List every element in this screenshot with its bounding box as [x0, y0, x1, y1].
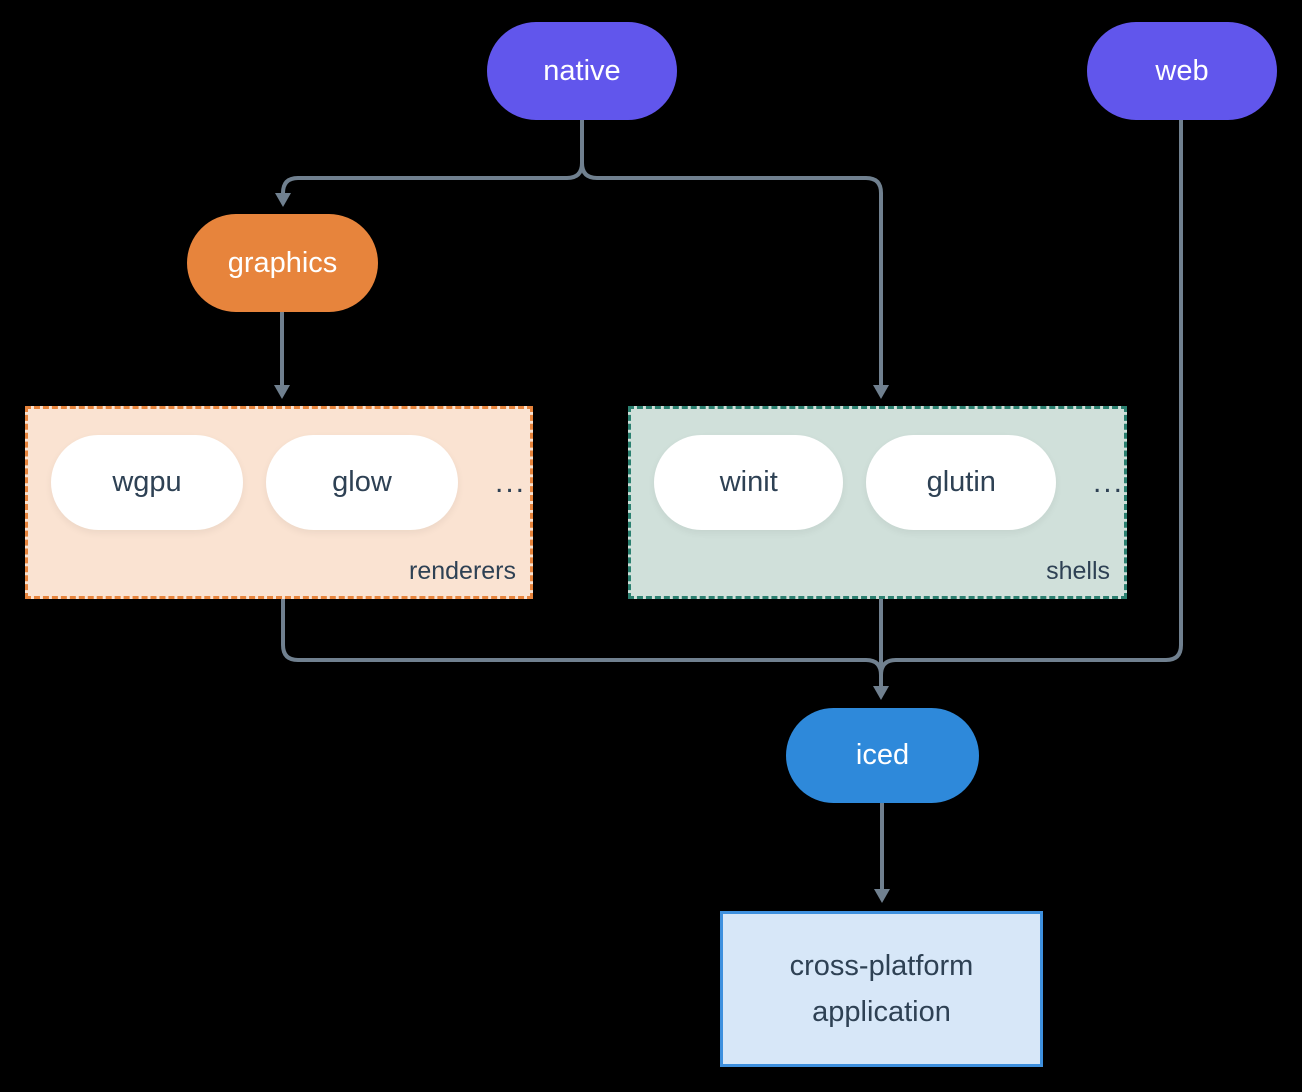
shells-pill-row: winit glutin ...: [654, 435, 1124, 530]
node-wgpu: wgpu: [51, 435, 243, 530]
node-native-label: native: [543, 54, 621, 87]
node-cross-platform-application: cross-platform application: [720, 911, 1043, 1067]
node-web-label: web: [1155, 54, 1209, 87]
node-iced-label: iced: [855, 739, 910, 771]
edge-renderers-to-junction: [281, 599, 883, 676]
node-iced: iced: [786, 708, 979, 803]
node-graphics: graphics: [187, 214, 378, 312]
renderers-ellipsis: ...: [495, 465, 527, 499]
edge-native-to-shells: [580, 120, 883, 385]
node-graphics-label: graphics: [227, 246, 338, 279]
renderers-pill-row: wgpu glow ...: [51, 435, 530, 530]
arrowhead-into-shells: [873, 385, 889, 399]
arrowhead-into-application: [874, 889, 890, 903]
node-glutin-label: glutin: [926, 466, 996, 498]
node-wgpu-label: wgpu: [112, 466, 182, 498]
node-glutin: glutin: [866, 435, 1056, 530]
application-label-line2: application: [812, 996, 951, 1028]
group-shells: winit glutin ... shells: [628, 406, 1127, 599]
shells-group-label: shells: [1046, 557, 1110, 585]
arrowhead-into-graphics: [275, 193, 291, 207]
node-winit: winit: [654, 435, 844, 530]
shells-ellipsis: ...: [1092, 465, 1124, 499]
node-native: native: [487, 22, 677, 120]
node-web: web: [1087, 22, 1277, 120]
arrowhead-into-iced: [873, 686, 889, 700]
renderers-group-label: renderers: [409, 557, 516, 585]
node-winit-label: winit: [719, 466, 778, 498]
arrowhead-into-renderers: [274, 385, 290, 399]
application-label-line1: cross-platform: [789, 950, 974, 982]
node-glow: glow: [266, 435, 458, 530]
edge-native-to-graphics: [281, 120, 584, 194]
group-renderers: wgpu glow ... renderers: [25, 406, 533, 599]
node-glow-label: glow: [332, 466, 392, 498]
